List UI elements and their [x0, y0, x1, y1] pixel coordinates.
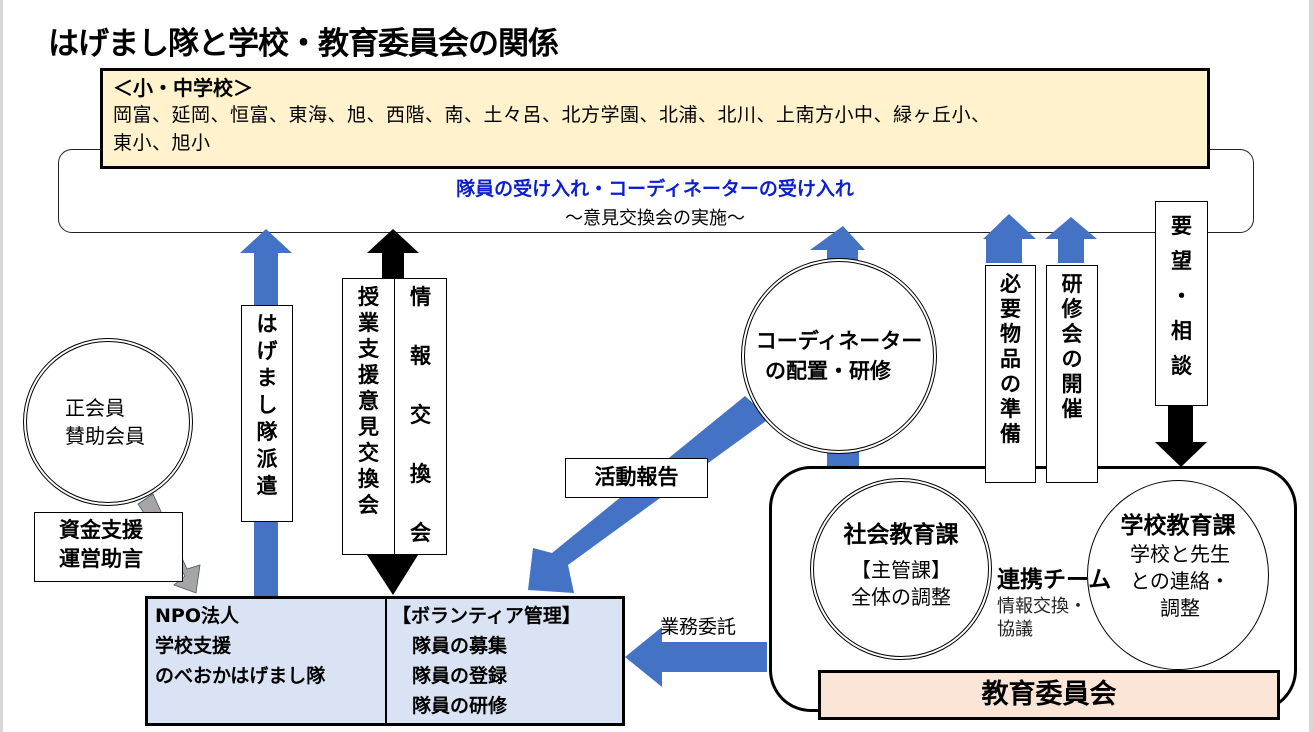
vertical-char: ・ [1171, 284, 1192, 308]
page-title: はげまし隊と学校・教育委員会の関係 [48, 26, 559, 62]
vertical-char: ま [256, 366, 278, 390]
vertical-char: 授 [358, 285, 379, 309]
vertical-char: 修 [1061, 297, 1083, 321]
vertical-char: 派 [256, 447, 278, 471]
school-ed-line2: との連絡・ [1130, 569, 1230, 593]
vertical-char: 援 [358, 363, 379, 387]
school-ed-line3: 調整 [1160, 596, 1200, 620]
social-ed-line1: 【主管課】 [851, 558, 951, 582]
exchange-text: ～意見交換会の実施～ [565, 208, 745, 229]
outsourcing-arrow [625, 627, 767, 687]
members-line1: 正会員 [65, 396, 125, 420]
supplies-label: 必要物品の準備 [985, 265, 1036, 483]
funding-line1: 資金支援 [59, 518, 143, 542]
vertical-char: 報 [410, 344, 431, 368]
outsourcing-label: 業務委託 [660, 616, 737, 638]
education-board-label: 教育委員会 [818, 670, 1280, 720]
social-education-circle: 社会教育課 【主管課】 全体の調整 [810, 478, 992, 660]
volunteer-item: 隊員の研修 [412, 695, 508, 717]
vertical-char: 情 [410, 285, 431, 309]
coordinator-line2: の配置・研修 [765, 359, 891, 383]
vertical-char: の [1000, 372, 1021, 396]
volunteer-management-heading: 【ボランティア管理】 [392, 605, 581, 627]
vertical-char: は [256, 312, 278, 336]
vertical-char: 換 [410, 462, 431, 486]
vertical-char: の [1061, 347, 1083, 371]
vertical-char: げ [256, 339, 278, 363]
npo-left: NPO法人 学校支援 のべおかはげまし隊 [155, 601, 325, 691]
npo-divider [385, 596, 387, 726]
vertical-char: 相 [1171, 319, 1192, 343]
team-line1: 情報交換・ [997, 596, 1087, 617]
coordinator-line1: コーディネーター [755, 329, 923, 353]
vertical-char: 望 [1171, 249, 1192, 273]
funding-label: 資金支援 運営助言 [34, 512, 183, 582]
vertical-char: 開 [1061, 372, 1083, 396]
school-ed-desc: 学校と先生 との連絡・ 調整 [1088, 541, 1230, 622]
npo-line3: のべおかはげまし隊 [155, 665, 326, 687]
vertical-char: 要 [1000, 297, 1021, 321]
school-ed-line1: 学校と先生 [1130, 542, 1230, 566]
vertical-char: 要 [1171, 214, 1192, 238]
vertical-char: 会 [410, 521, 431, 545]
school-list-line2: 東小、旭小 [113, 132, 211, 154]
npo-line1: NPO法人 [155, 605, 239, 627]
lesson-exchange-label: 授業支援意見交換会 [342, 278, 395, 555]
volunteer-item: 隊員の募集 [412, 635, 508, 657]
members-circle: 正会員 賛助会員 [23, 338, 193, 506]
vertical-char: 必 [1000, 272, 1021, 296]
request-label: 要望・相談 [1155, 201, 1208, 406]
supplies-arrow [983, 214, 1036, 263]
vertical-char: 遣 [256, 474, 278, 498]
vertical-char: 品 [1000, 347, 1021, 371]
request-arrow [1155, 406, 1207, 467]
coordinator-up-arrow [810, 226, 865, 260]
accept-text: 隊員の受け入れ・コーディネーターの受け入れ [456, 178, 854, 200]
vertical-char: 交 [358, 441, 379, 465]
vertical-char: 会 [1061, 322, 1083, 346]
team-title: 連携チーム [997, 567, 1112, 593]
vertical-char: 業 [358, 311, 379, 335]
info-exchange-label: 情報交換会 [394, 278, 447, 555]
vertical-char: 見 [358, 415, 379, 439]
right-edge [1309, 0, 1313, 732]
npo-line2: 学校支援 [155, 635, 232, 657]
npo-right: 【ボランティア管理】 隊員の募集 隊員の登録 隊員の研修 [392, 601, 581, 721]
school-ed-title: 学校教育課 [1120, 513, 1236, 539]
funding-line2: 運営助言 [59, 547, 143, 571]
social-ed-line2: 全体の調整 [851, 585, 951, 609]
coordinator-circle: コーディネーター の配置・研修 [741, 258, 937, 454]
vertical-char: 催 [1061, 397, 1083, 421]
liaison-team: 連携チーム 情報交換・ 協議 [997, 565, 1111, 641]
school-heading: ＜小・中学校＞ [113, 76, 253, 100]
vertical-char: 備 [1000, 422, 1021, 446]
school-list-line1: 岡富、延岡、恒富、東海、旭、西階、南、土々呂、北方学園、北浦、北川、上南方小中、… [113, 104, 991, 126]
vertical-char: 研 [1061, 272, 1083, 296]
vertical-char: 意 [358, 389, 379, 413]
vertical-char: し [256, 393, 278, 417]
vertical-char: 交 [410, 403, 431, 427]
volunteer-item: 隊員の登録 [412, 665, 508, 687]
vertical-char: 会 [358, 493, 379, 517]
school-list-box: ＜小・中学校＞ 岡富、延岡、恒富、東海、旭、西階、南、土々呂、北方学園、北浦、北… [100, 68, 1210, 169]
left-edge [0, 0, 3, 732]
training-label: 研修会の開催 [1046, 265, 1098, 483]
activity-report-label: 活動報告 [565, 458, 708, 498]
vertical-char: 準 [1000, 397, 1021, 421]
dispatch-label: はげまし隊派遣 [241, 305, 293, 522]
vertical-char: 隊 [256, 420, 278, 444]
vertical-char: 支 [358, 337, 379, 361]
training-arrow [1045, 217, 1097, 263]
social-ed-title: 社会教育課 [843, 522, 959, 548]
vertical-char: 談 [1171, 354, 1192, 378]
vertical-char: 換 [358, 467, 379, 491]
school-education-circle: 学校教育課 学校と先生 との連絡・ 調整 [1087, 480, 1269, 670]
team-line2: 協議 [997, 619, 1033, 640]
members-line2: 賛助会員 [65, 424, 145, 448]
vertical-char: 物 [1000, 322, 1021, 346]
